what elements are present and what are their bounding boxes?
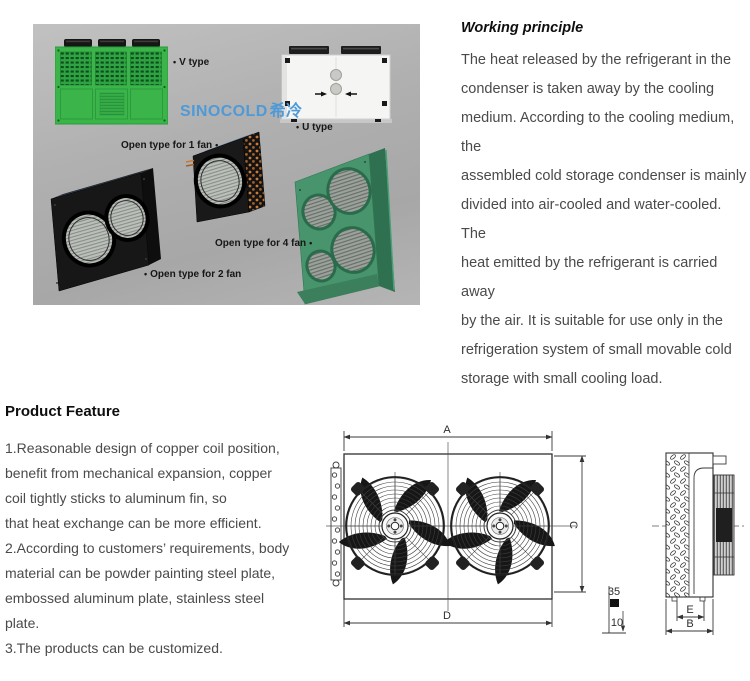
feature-line: that heat exchange can be more efficient… (5, 515, 262, 531)
paragraph-line: storage with small cooling load. (461, 371, 663, 387)
label-u-type: •U type (293, 122, 333, 133)
logo-latin-text: SINOCOLD (180, 103, 268, 120)
paragraph-line: refrigeration system of small movable co… (461, 342, 732, 358)
feature-line: coil tightly sticks to aluminum fin, so (5, 490, 227, 506)
bullet-icon: • (173, 57, 177, 67)
label-text: Open type for 1 fan (121, 140, 213, 151)
feature-line: 1.Reasonable design of copper coil posit… (5, 440, 280, 456)
paragraph-line: medium. According to the cooling medium,… (461, 110, 735, 155)
paragraph-line: by the air. It is suitable for use only … (461, 313, 723, 329)
label-open-type-2-fan: •Open type for 2 fan (141, 269, 241, 280)
paragraph-line: heat emitted by the refrigerant is carri… (461, 255, 718, 300)
open-type-2-fan-image (50, 168, 161, 292)
front-view: A D C (326, 424, 586, 627)
feature-line: material can be powder painting steel pl… (5, 565, 276, 581)
dim-label-35: 35 (608, 586, 620, 598)
foot-detail: 35 10 (602, 586, 626, 634)
dim-label-d: D (443, 610, 451, 622)
open-type-1-fan-image (185, 131, 266, 223)
product-feature-list: 1.Reasonable design of copper coil posit… (5, 436, 320, 661)
logo-cjk-text: 希冷 (269, 103, 303, 120)
dim-label-a: A (443, 424, 451, 436)
paragraph-line: condenser is taken away by the cooling (461, 81, 715, 97)
label-text: U type (302, 122, 333, 133)
label-text: Open type for 4 fan (215, 238, 307, 249)
working-principle-section: Working principle The heat released by t… (461, 13, 750, 394)
coil-header (330, 461, 342, 587)
bullet-icon: • (296, 122, 300, 132)
side-view: E B (652, 452, 744, 635)
dim-label-10: 10 (611, 617, 623, 629)
product-collage: •V type •U type Open type for 1 fan• •Op… (33, 24, 420, 305)
label-text: V type (179, 57, 210, 68)
feature-line: 2.According to customers’ requirements, … (5, 540, 290, 556)
bullet-icon: • (215, 140, 219, 150)
paragraph-line: divided into air-cooled and water-cooled… (461, 197, 722, 242)
dim-label-e: E (686, 604, 693, 616)
working-principle-title: Working principle (461, 20, 584, 36)
feature-line: embossed aluminum plate, stainless steel (5, 590, 265, 606)
label-v-type: •V type (170, 57, 209, 68)
feature-line: plate. (5, 615, 40, 631)
paragraph-line: assembled cold storage condenser is main… (461, 168, 747, 184)
bullet-icon: • (144, 269, 148, 279)
product-feature-section: Product Feature 1.Reasonable design of c… (5, 400, 320, 661)
label-text: Open type for 2 fan (150, 269, 242, 280)
bullet-icon: • (309, 238, 313, 248)
technical-drawing: A D C E B (326, 424, 744, 635)
feature-line: benefit from mechanical expansion, coppe… (5, 465, 272, 481)
working-principle-paragraph: The heat released by the refrigerant in … (461, 46, 750, 394)
dim-label-b: B (686, 618, 693, 630)
u-type-condenser-image (280, 46, 392, 123)
label-open-type-1-fan: Open type for 1 fan• (121, 140, 221, 151)
label-open-type-4-fan: Open type for 4 fan• (215, 238, 315, 249)
v-type-condenser-image (55, 39, 168, 125)
open-type-4-fan-image (294, 148, 395, 305)
dim-label-c: C (567, 521, 579, 529)
feature-line: 3.The products can be customized. (5, 640, 223, 656)
product-feature-title: Product Feature (5, 403, 121, 420)
paragraph-line: The heat released by the refrigerant in … (461, 52, 732, 68)
